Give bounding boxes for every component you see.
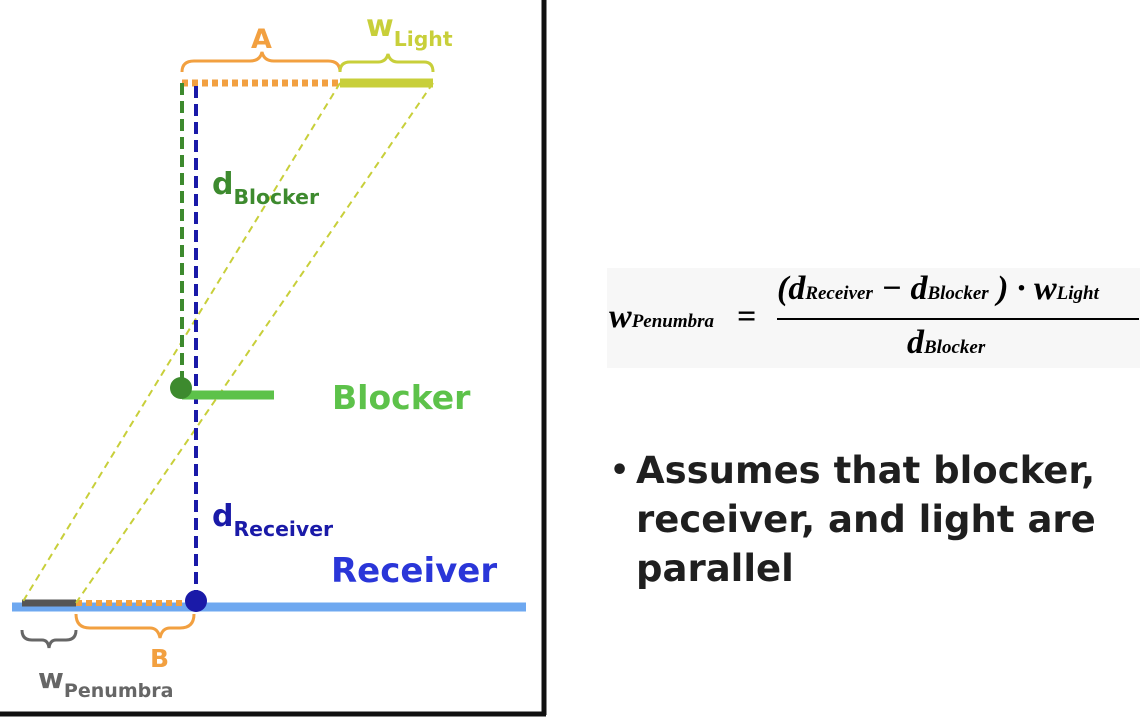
formula-numerator: (dReceiver − dBlocker ) · wLight [777, 270, 1099, 308]
formula-num-sub-receiver: Receiver [805, 283, 873, 304]
penumbra-diagram: A wLight dBlocker Blocker dReceiver Rece… [0, 0, 547, 717]
brace-a [180, 51, 342, 73]
blocker-dot [170, 377, 192, 399]
formula-num-close: ) · w [988, 270, 1057, 307]
brace-w-light [338, 53, 435, 73]
bullet-text: Assumes that blocker, receiver, and ligh… [636, 449, 1096, 590]
label-d-blocker: dBlocker [212, 167, 319, 209]
formula-num-sub-light: Light [1056, 283, 1099, 304]
label-blocker: Blocker [332, 378, 471, 417]
label-receiver: Receiver [331, 551, 497, 591]
label-b: B [150, 644, 169, 673]
label-w-light: wLight [366, 9, 453, 51]
formula-num-sub-blocker: Blocker [927, 283, 989, 304]
formula-num-open: (d [777, 270, 806, 307]
light-ray-2 [75, 82, 434, 604]
assumption-bullet: • Assumes that blocker, receiver, and li… [610, 446, 1130, 593]
receiver-dot [185, 590, 207, 612]
bullet-marker: • [610, 453, 630, 488]
penumbra-formula: wPenumbra = (dReceiver − dBlocker ) · wL… [607, 268, 1140, 368]
formula-lhs: wPenumbra [609, 298, 714, 336]
label-d-receiver: dReceiver [212, 499, 333, 541]
formula-fraction-bar [777, 318, 1139, 320]
formula-num-minus: − d [872, 270, 928, 307]
formula-den-var: d [907, 324, 924, 361]
brace-w-penumbra [20, 629, 78, 649]
formula-denominator: dBlocker [907, 324, 985, 362]
formula-den-sub: Blocker [924, 337, 986, 358]
label-a: A [251, 24, 272, 55]
label-w-penumbra: wPenumbra [38, 662, 174, 702]
formula-lhs-var: w [609, 298, 632, 335]
formula-lhs-sub: Penumbra [631, 311, 715, 332]
formula-equals: = [737, 298, 757, 335]
brace-b [74, 613, 196, 639]
